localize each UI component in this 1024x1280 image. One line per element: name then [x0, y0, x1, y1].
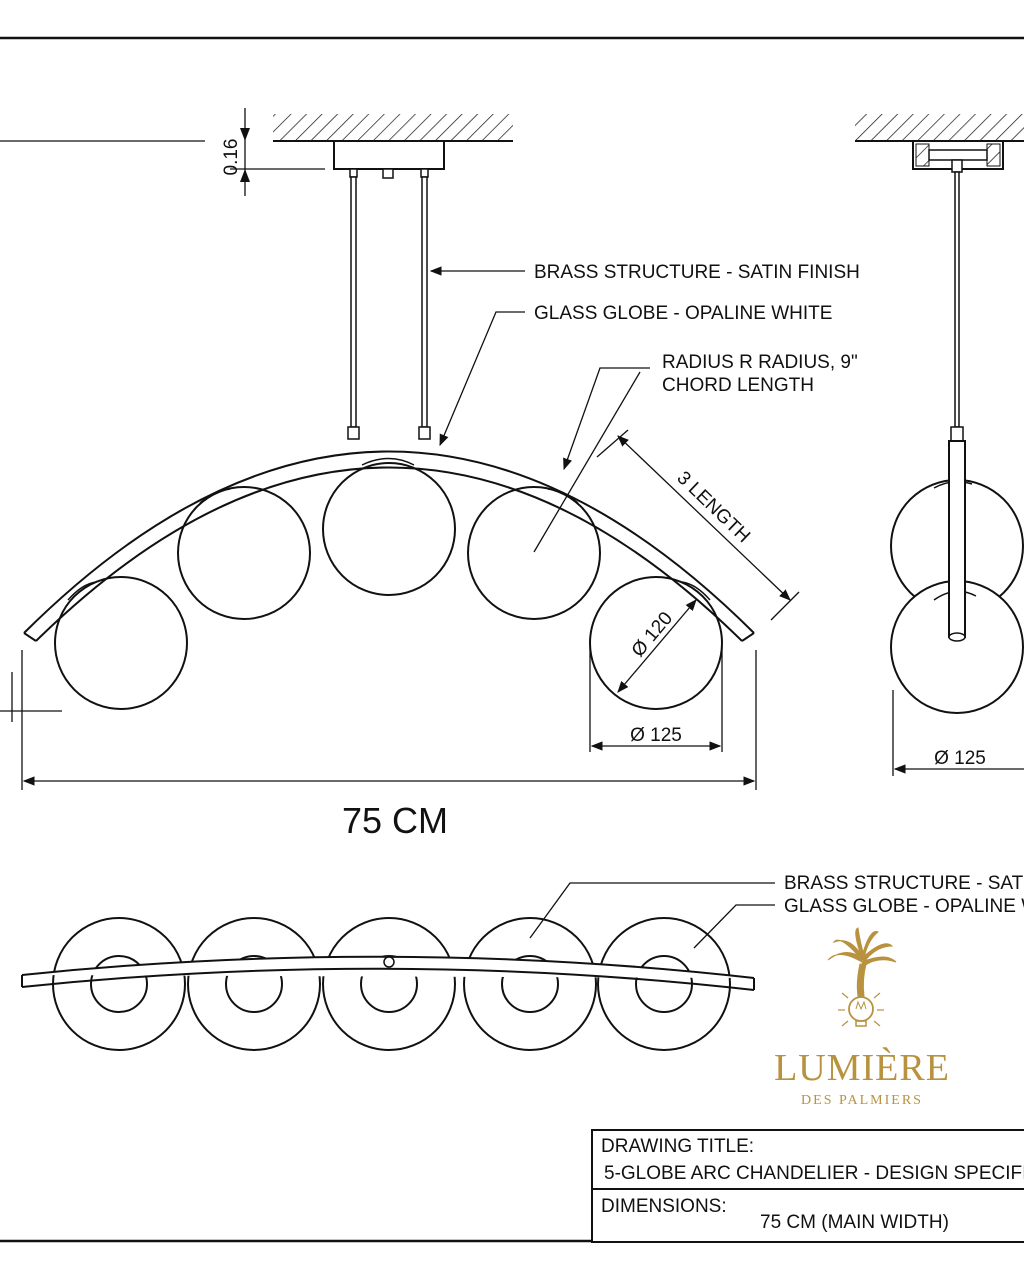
- globe-4: [467, 486, 601, 620]
- svg-text:BRASS STRUCTURE - SATIN FINISH: BRASS STRUCTURE - SATIN FINISH: [784, 873, 1024, 894]
- svg-text:BRASS STRUCTURE - SATIN FINISH: BRASS STRUCTURE - SATIN FINISH: [534, 262, 860, 283]
- title-block-title-value: 5-GLOBE ARC CHANDELIER - DESIGN SPECIFIC…: [604, 1163, 1024, 1184]
- callout-brass: BRASS STRUCTURE - SATIN FINISH: [429, 262, 860, 283]
- dimension-main-width: 75 CM: [21, 650, 757, 841]
- dimension-globe-width: Ø 125: [589, 645, 723, 752]
- callout-brass-plan: BRASS STRUCTURE - SATIN FINISH: [529, 873, 1024, 939]
- svg-text:3 LENGTH: 3 LENGTH: [673, 467, 754, 547]
- callout-glass-plan: GLASS GLOBE - OPALINE WHITE: [693, 896, 1024, 949]
- plan-globes: [52, 917, 731, 1051]
- title-block-title-label: DRAWING TITLE:: [601, 1136, 754, 1157]
- globe-3: [322, 462, 456, 596]
- suspension-rods: [347, 168, 431, 440]
- ceiling-canopy: [333, 140, 445, 170]
- ceiling-hatch: [273, 114, 513, 142]
- front-elevation: 0.16 BRASS STRUCTURE - SATIN FINIS: [0, 108, 860, 841]
- brand-name: LUMIÈRE: [774, 1047, 950, 1089]
- globe-1: [54, 576, 188, 710]
- callout-radius: RADIUS R RADIUS, 9" CHORD LENGTH: [533, 352, 858, 553]
- side-elevation: Ø 125: [855, 114, 1024, 776]
- svg-text:GLASS GLOBE - OPALINE WHITE: GLASS GLOBE - OPALINE WHITE: [784, 896, 1024, 917]
- plan-arc: [21, 955, 755, 991]
- svg-text:CHORD LENGTH: CHORD LENGTH: [662, 375, 814, 396]
- svg-text:Ø 125: Ø 125: [630, 725, 682, 746]
- svg-text:GLASS GLOBE - OPALINE WHITE: GLASS GLOBE - OPALINE WHITE: [534, 303, 832, 324]
- dimension-mount-height: 0.16: [0, 108, 325, 196]
- title-block-dim-label: DIMENSIONS:: [601, 1196, 727, 1217]
- brand-tagline: DES PALMIERS: [801, 1093, 923, 1108]
- title-block-dim-value: 75 CM (MAIN WIDTH): [760, 1212, 949, 1233]
- dim-label-mount: 0.16: [221, 139, 242, 176]
- callout-glass: GLASS GLOBE - OPALINE WHITE: [439, 303, 832, 447]
- palm-bulb-icon: [827, 927, 897, 1027]
- globe-2: [177, 486, 311, 620]
- brand-logo: LUMIÈRE DES PALMIERS: [774, 927, 950, 1108]
- plan-view: BRASS STRUCTURE - SATIN FINISH GLASS GLO…: [21, 873, 1024, 1051]
- title-block: DRAWING TITLE: 5-GLOBE ARC CHANDELIER - …: [591, 1129, 1024, 1243]
- globes-front: [54, 457, 723, 710]
- svg-text:Ø 125: Ø 125: [934, 748, 986, 769]
- main-width-label: 75 CM: [342, 800, 448, 841]
- svg-text:RADIUS R RADIUS, 9": RADIUS R RADIUS, 9": [662, 352, 858, 373]
- dimension-profile-width: Ø 125: [892, 690, 1024, 776]
